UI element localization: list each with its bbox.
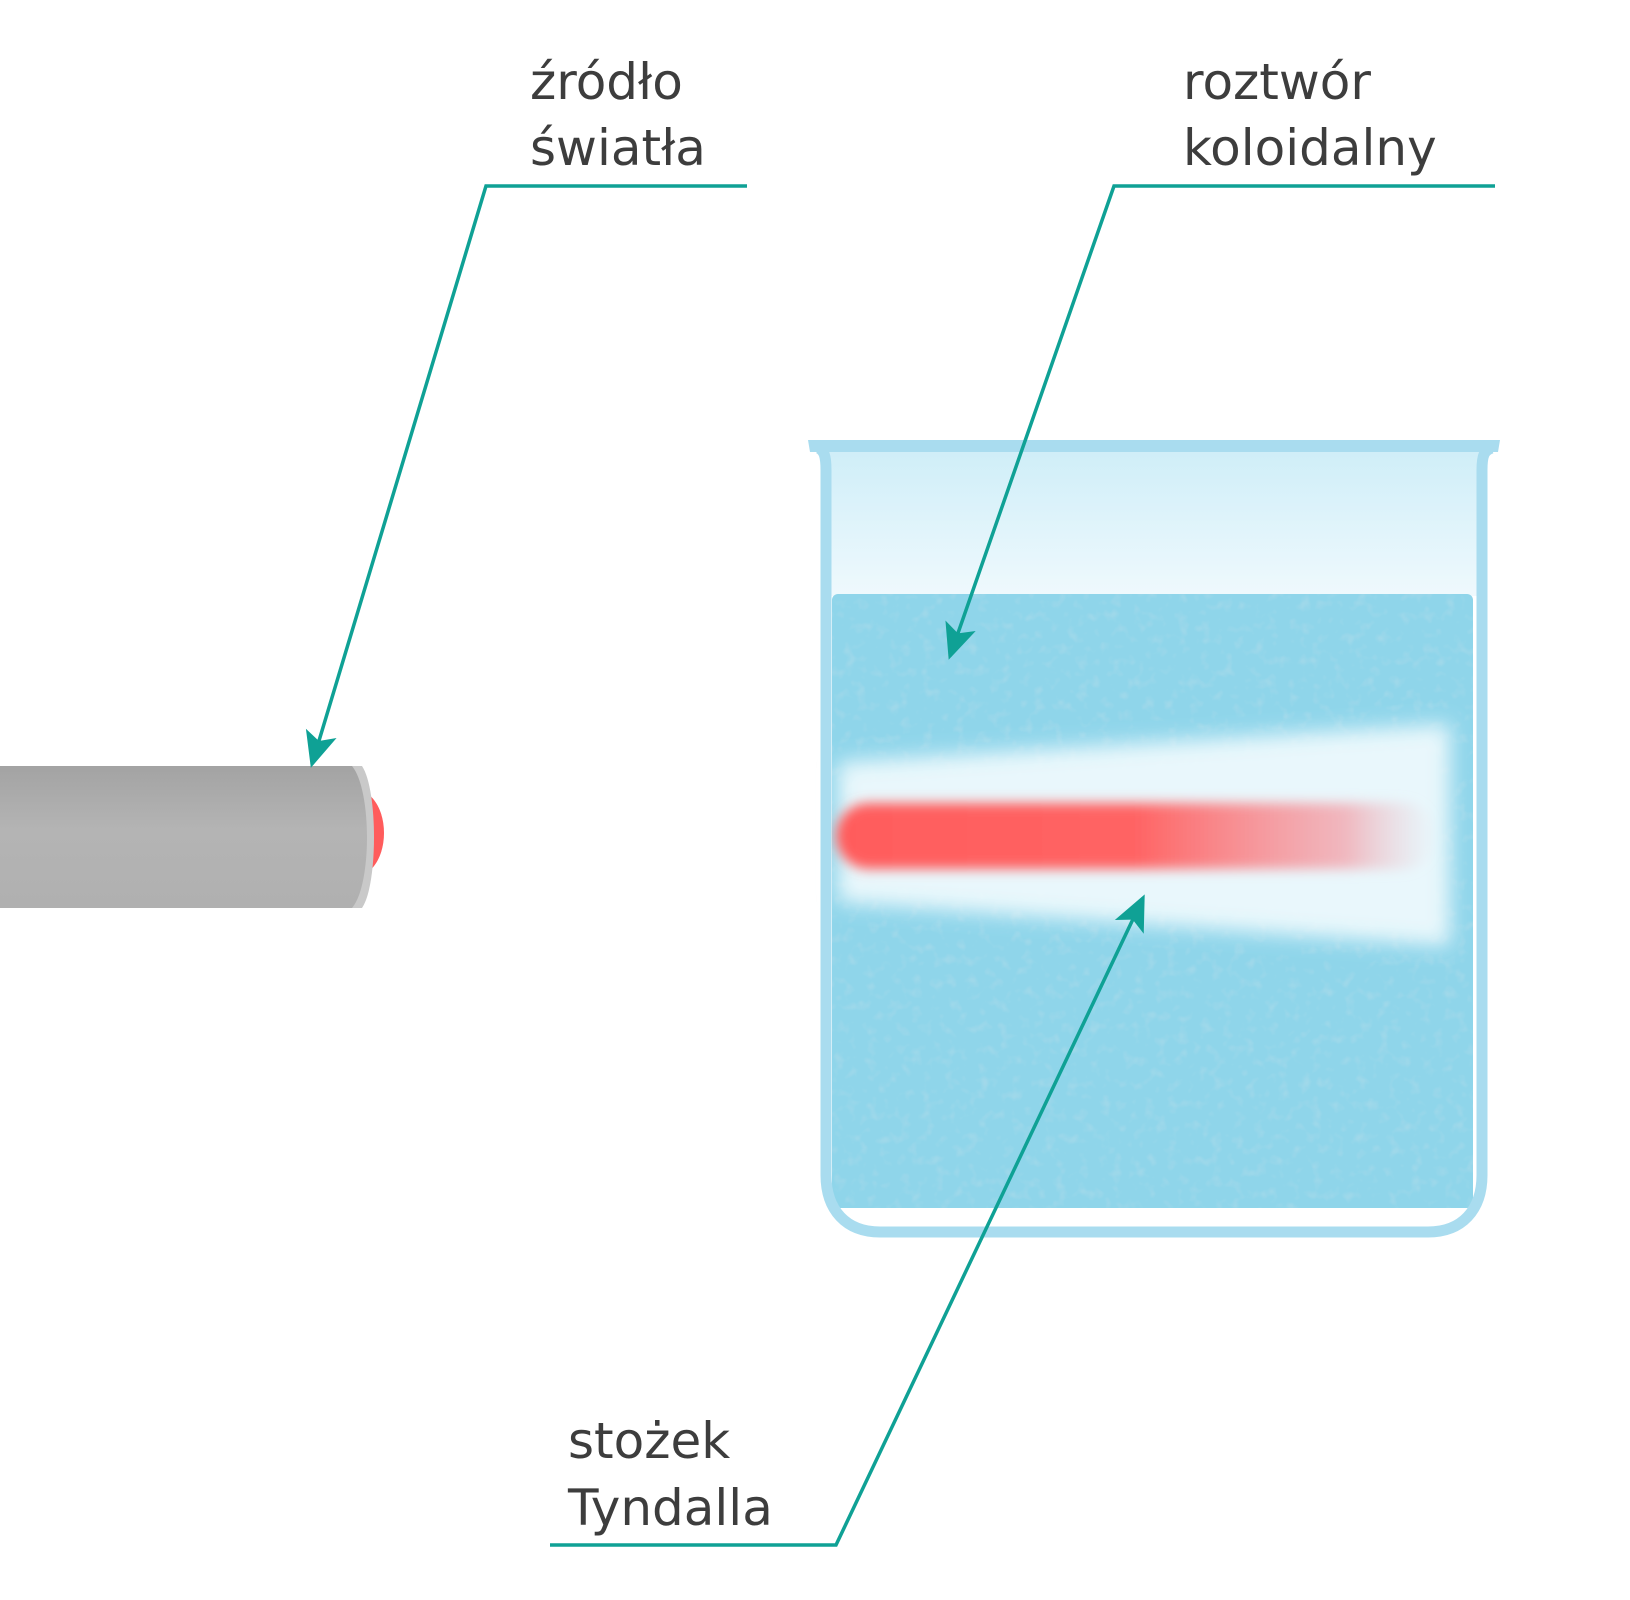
- leader-line-colloid: [945, 184, 1495, 660]
- label-tyndall-line2: Tyndalla: [567, 1479, 773, 1537]
- beaker-air-space: [826, 450, 1482, 596]
- lamp-end-rim: [352, 766, 374, 908]
- label-tyndall-line1: stożek: [568, 1412, 730, 1470]
- lamp-body: [0, 766, 369, 908]
- beaker-glass-wall: [815, 442, 1494, 1238]
- label-light-source-line2: światła: [530, 119, 706, 177]
- light-beam: [836, 803, 1436, 869]
- light-source-lamp: [0, 766, 384, 908]
- label-colloid-line2: koloidalny: [1183, 119, 1437, 177]
- label-colloid-line1: roztwór: [1183, 53, 1371, 111]
- leader-line-tyndall: [550, 894, 1145, 1547]
- leader-line-light-source: [305, 184, 747, 768]
- beaker-rim: [808, 440, 1500, 452]
- beaker: [808, 440, 1500, 1238]
- label-light-source-line1: źródło: [530, 53, 683, 111]
